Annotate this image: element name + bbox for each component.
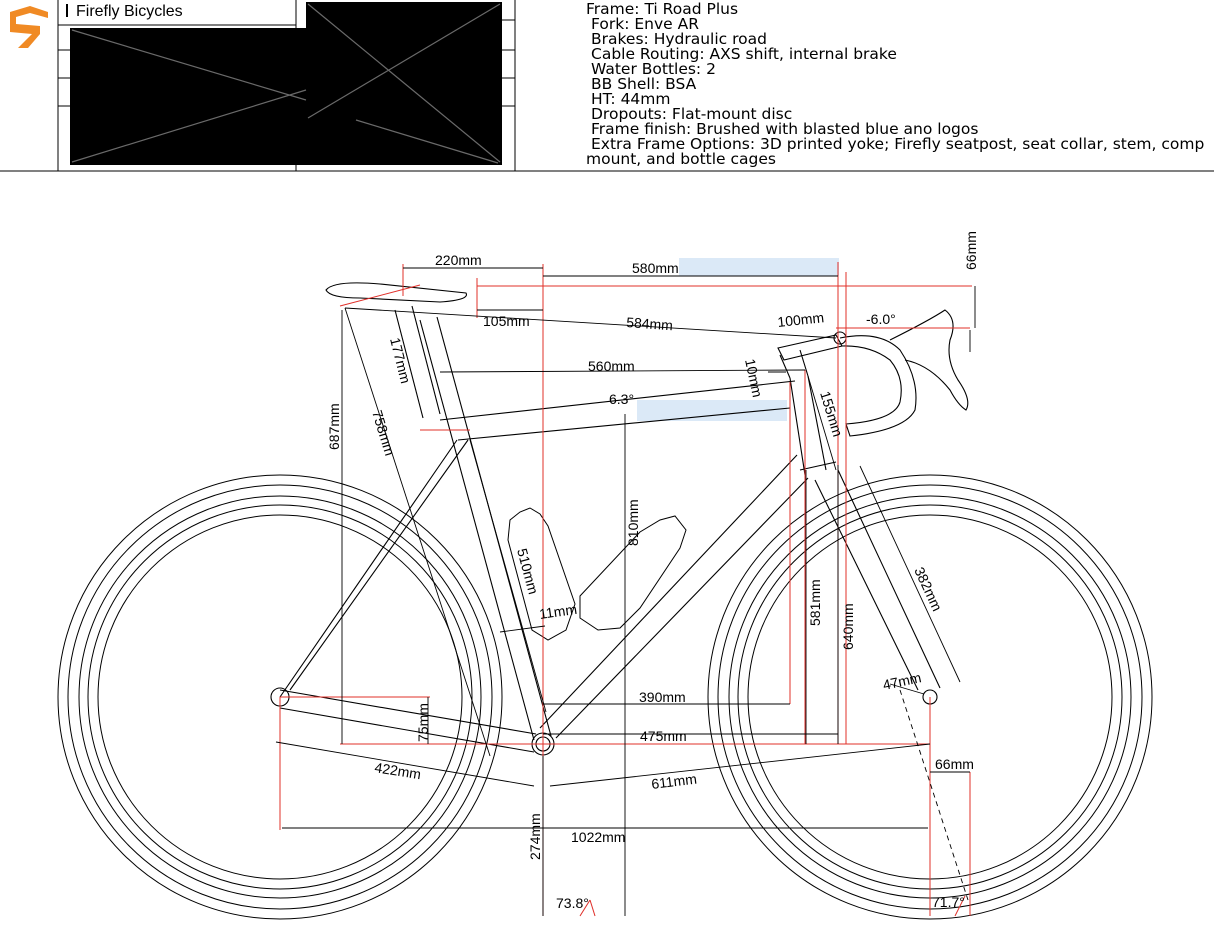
dim-reach-475: 475mm xyxy=(640,728,687,744)
dim-saddle-height-758: 758mm xyxy=(369,408,398,457)
dim-chainstay-422: 422mm xyxy=(374,759,423,782)
rear-wheel xyxy=(57,474,503,920)
spec-frame-finish: Frame finish: Brushed with blasted blue … xyxy=(591,120,979,138)
spec-extra-options: Extra Frame Options: 3D printed yoke; Fi… xyxy=(591,135,1205,153)
redacted-block xyxy=(70,2,502,165)
front-wheel xyxy=(707,474,1153,920)
dim-reach-390: 390mm xyxy=(639,689,686,705)
firefly-logo-icon xyxy=(10,6,48,48)
dim-saddle-height-687: 687mm xyxy=(326,403,342,450)
dim-offset-11: 11mm xyxy=(538,601,578,622)
dim-bb-drop-75: 75mm xyxy=(415,703,431,742)
dimension-lines xyxy=(275,267,976,916)
dim-seat-tube-510: 510mm xyxy=(514,547,542,596)
dim-stem-angle: -6.0° xyxy=(866,311,896,327)
dim-stack-581: 581mm xyxy=(807,579,823,626)
company-name-text: Firefly Bicycles xyxy=(76,3,183,20)
steering-axis xyxy=(899,689,969,901)
spec-dropouts: Dropouts: Flat-mount disc xyxy=(591,105,793,123)
dim-trail-66: 66mm xyxy=(935,756,974,772)
dim-stack-640: 640mm xyxy=(840,603,856,650)
dim-standover-810: 810mm xyxy=(625,499,641,546)
dim-bb-height-274: 274mm xyxy=(527,813,543,860)
company-name: Firefly Bicycles xyxy=(66,3,183,21)
spec-fork: Fork: Enve AR xyxy=(591,15,699,33)
spec-head-tube: HT: 44mm xyxy=(591,90,671,108)
spec-list: Frame: Ti Road Plus Fork: Enve AR Brakes… xyxy=(586,2,1214,170)
dim-stem-100: 100mm xyxy=(777,309,825,330)
dim-front-center-611: 611mm xyxy=(650,771,697,792)
dim-ht-155: 155mm xyxy=(817,389,846,438)
dim-setback-105: 105mm xyxy=(483,313,530,329)
dim-fork-382: 382mm xyxy=(911,565,945,614)
water-bottles xyxy=(507,507,687,641)
dim-drop-66: 66mm xyxy=(963,231,979,270)
dim-spacer-10: 10mm xyxy=(742,357,766,398)
dim-seatpost-177: 177mm xyxy=(387,336,414,385)
spec-frame: Frame: Ti Road Plus xyxy=(586,2,739,18)
dim-rake-47: 47mm xyxy=(881,669,922,693)
spec-cable-routing: Cable Routing: AXS shift, internal brake xyxy=(591,45,897,63)
dim-head-angle: 71.7° xyxy=(932,894,965,910)
spec-brakes: Brakes: Hydraulic road xyxy=(591,30,767,48)
dim-top-tube-560: 560mm xyxy=(588,358,635,374)
dim-reach-220: 220mm xyxy=(435,252,482,268)
dim-wheelbase-1022: 1022mm xyxy=(571,829,625,845)
dim-tt-slope: 6.3° xyxy=(609,391,634,407)
dim-saddle-bar-584: 584mm xyxy=(626,314,674,333)
dim-seat-angle: 73.8° xyxy=(556,895,589,911)
spec-extra-options-cont: mount, and bottle cages xyxy=(586,150,776,168)
dim-stack-580: 580mm xyxy=(632,260,679,276)
highlight-regions xyxy=(637,258,839,421)
bike-frame xyxy=(270,282,969,756)
title-block: Firefly Bicycles Frame: Ti Road Plus For… xyxy=(0,0,1214,171)
spec-bb-shell: BB Shell: BSA xyxy=(591,75,697,93)
spec-water-bottles: Water Bottles: 2 xyxy=(591,60,716,78)
